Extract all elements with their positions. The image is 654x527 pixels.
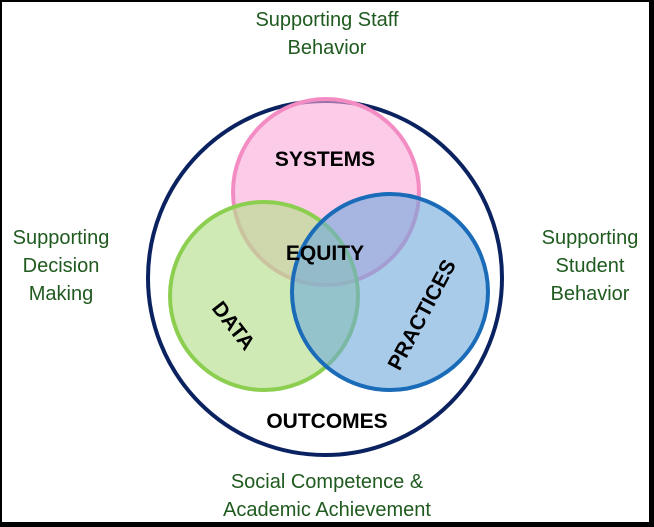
practices-circle [290,192,490,392]
label-supporting-decision-making: Supporting Decision Making [0,224,122,308]
label-line: Supporting Staff [255,9,399,31]
systems-label: SYSTEMS [275,148,375,171]
label-supporting-student-behavior: Supporting Student Behavior [528,224,652,308]
label-line: Academic Achievement [223,499,431,521]
label-line: Making [28,283,94,305]
label-line: Student [555,255,625,277]
label-line: Social Competence & [230,471,424,493]
label-line: Behavior [287,37,367,59]
label-line: Supporting [541,227,639,249]
label-supporting-staff-behavior: Supporting Staff Behavior [200,6,454,62]
label-line: Behavior [550,283,630,305]
label-line: Supporting [12,227,110,249]
outcomes-label: OUTCOMES [266,410,387,433]
label-social-competence: Social Competence & Academic Achievement [170,468,484,524]
label-line: Decision [22,255,100,277]
equity-label: EQUITY [286,242,364,265]
